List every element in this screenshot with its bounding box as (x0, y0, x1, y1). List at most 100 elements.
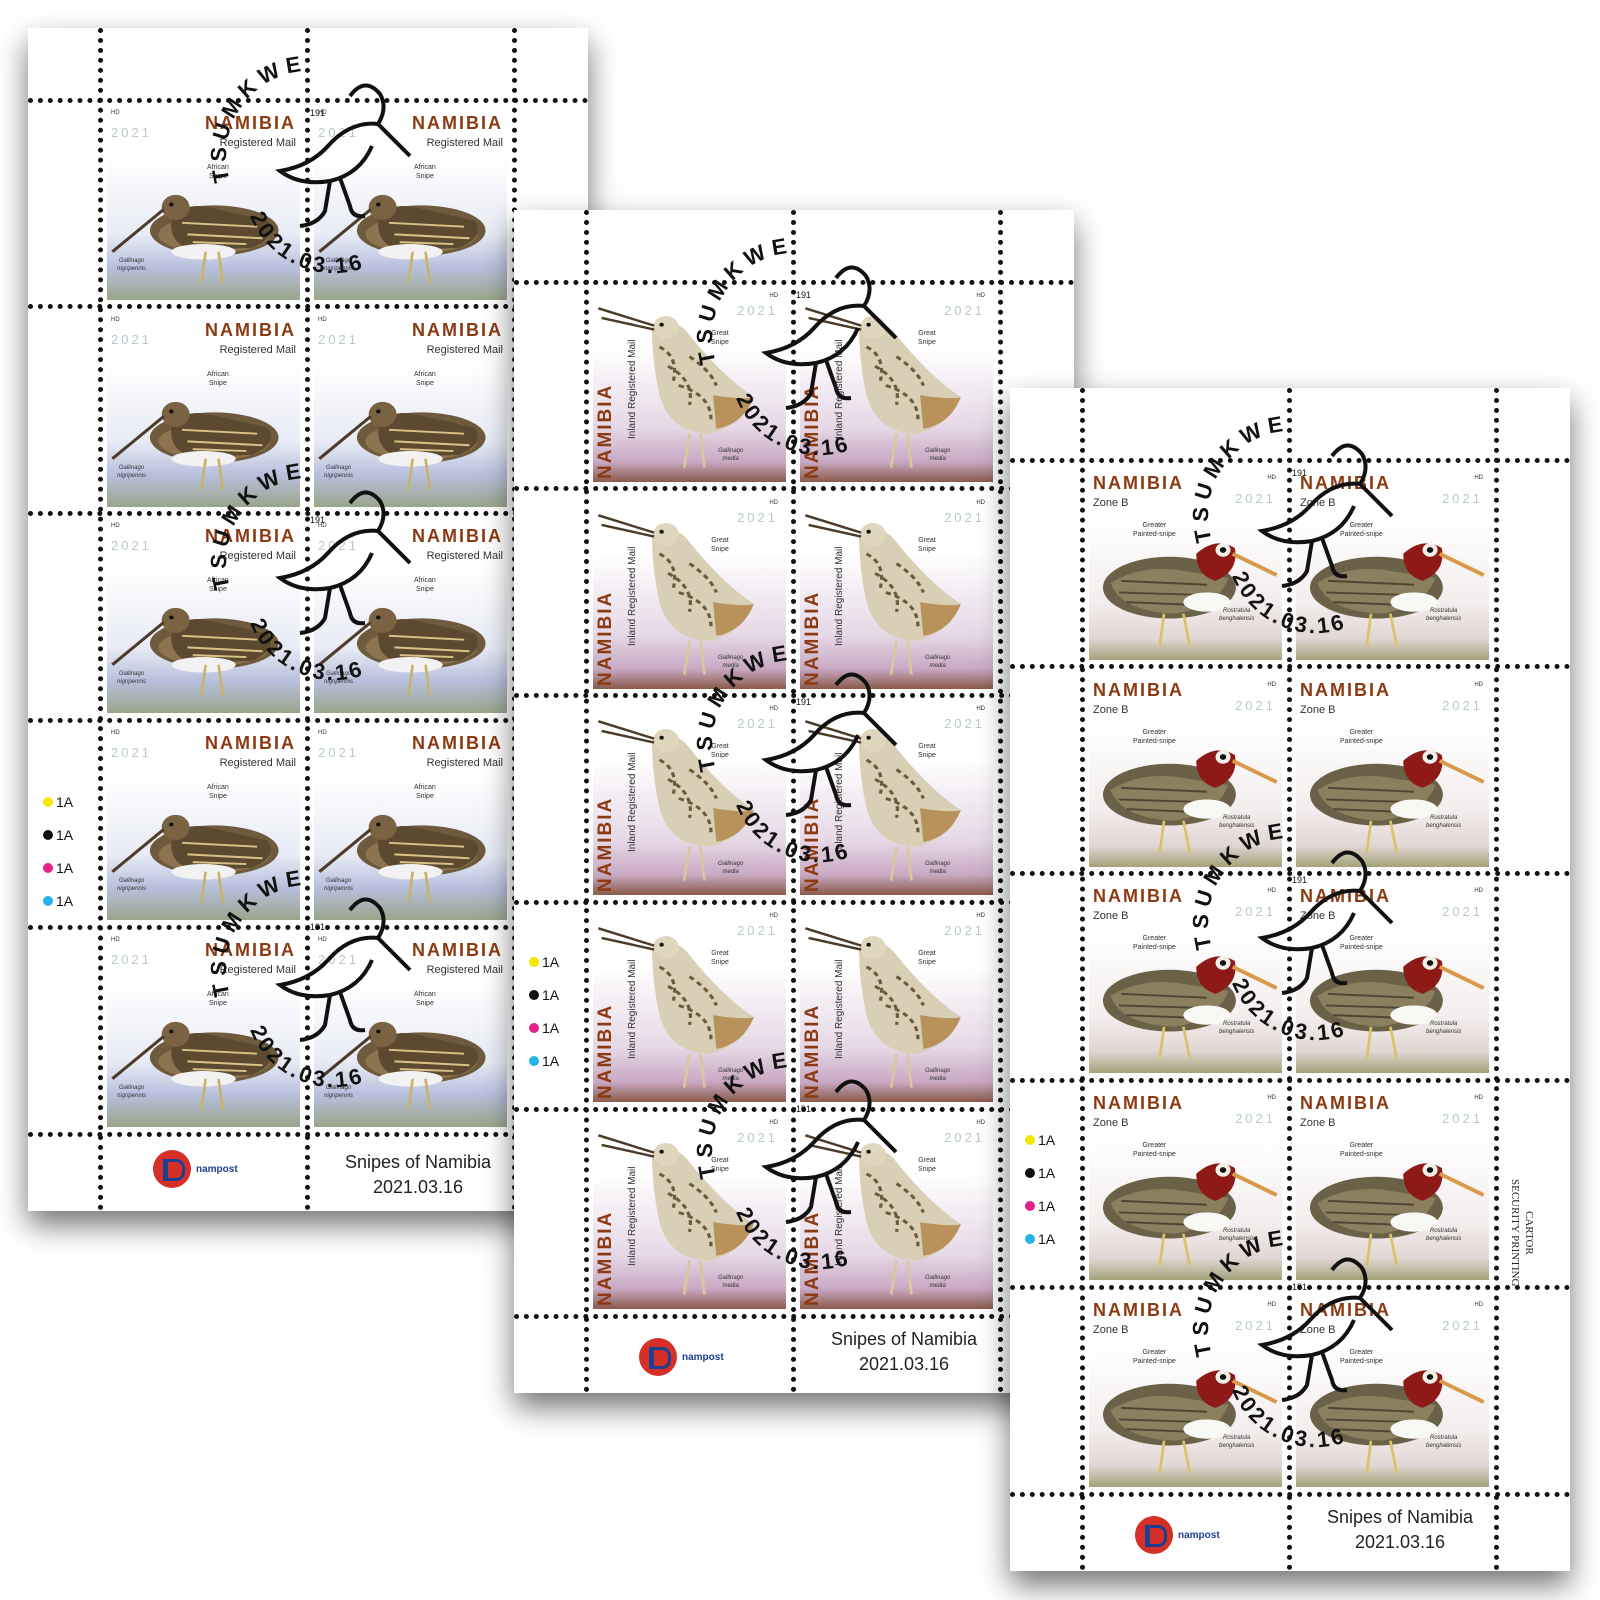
country-name: NAMIBIA (1093, 680, 1184, 700)
common-name-line: Great (918, 537, 936, 544)
scientific-name-line: media (722, 1076, 739, 1082)
country-name: NAMIBIA (205, 940, 296, 960)
scientific-name: Gallinago media (718, 860, 743, 876)
service-label: Inland Registered Mail (834, 339, 845, 440)
hd-mark: HD (1474, 888, 1483, 894)
service-label: Inland Registered Mail (834, 752, 845, 853)
color-code-black: 1A (1038, 1165, 1056, 1181)
issue-year: 2021 (318, 125, 359, 140)
scientific-name-line: Gallinago (718, 1068, 744, 1074)
common-name-line: African (414, 784, 436, 791)
logo-text: nampost (1178, 1529, 1220, 1541)
bird-illustration (107, 155, 300, 300)
scientific-name-line: benghalensis (1426, 1029, 1462, 1035)
perforation-column (305, 28, 310, 1211)
common-name-line: Greater (1142, 1142, 1167, 1149)
issue-year: 2021 (737, 510, 778, 525)
common-name-line: African (207, 371, 229, 378)
country-name: NAMIBIA (802, 796, 823, 892)
scientific-name-line: Rostratula (1430, 608, 1458, 614)
common-name-line: Snipe (208, 586, 227, 593)
perforation-column (791, 210, 796, 1393)
issue-year: 2021 (318, 952, 359, 967)
scientific-name-line: media (722, 869, 739, 875)
hd-mark: HD (976, 706, 985, 712)
country-name: NAMIBIA (595, 1210, 616, 1306)
scientific-name-line: Rostratula (1430, 1228, 1458, 1234)
magenta-dot-icon (1025, 1201, 1035, 1211)
stamp: NAMIBIA Inland Registered Mail 2021 HD Great… (800, 702, 993, 895)
magenta-dot-icon (529, 1023, 539, 1033)
perforation-column (998, 210, 1003, 1393)
issue-year: 2021 (944, 716, 985, 731)
hd-mark: HD (1267, 682, 1276, 688)
scientific-name-line: benghalensis (1219, 1029, 1255, 1035)
hd-mark: HD (318, 730, 327, 736)
scientific-name-line: media (722, 456, 739, 462)
common-name-line: Great (918, 743, 936, 750)
common-name-line: African (414, 371, 436, 378)
common-name-line: Snipe (415, 173, 434, 180)
cyan-dot-icon (1025, 1234, 1035, 1244)
scientific-name-line: media (929, 663, 946, 669)
common-name-line: Snipe (208, 1000, 227, 1007)
scientific-name-line: media (722, 1283, 739, 1289)
service-label: Zone B (1093, 1324, 1129, 1336)
scientific-name-line: Gallinago (718, 1275, 744, 1281)
sheet-date: 2021.03.16 (1354, 1532, 1446, 1552)
sheet-footer: Snipes of Namibia 2021.03.16 (318, 1150, 518, 1200)
issue-year: 2021 (1235, 491, 1276, 506)
perforation-column (98, 28, 103, 1211)
service-label: Registered Mail (426, 344, 503, 356)
common-name-line: Snipe (208, 380, 227, 387)
common-name-line: Snipe (918, 752, 936, 759)
service-label: Inland Registered Mail (627, 546, 638, 647)
service-label: Inland Registered Mail (627, 752, 638, 853)
hd-mark: HD (769, 1120, 778, 1126)
issue-year: 2021 (737, 923, 778, 938)
common-name-line: Snipe (415, 380, 434, 387)
country-name: NAMIBIA (412, 526, 503, 546)
scientific-name-line: Gallinago (718, 861, 744, 867)
hd-mark: HD (769, 293, 778, 299)
country-name: NAMIBIA (802, 590, 823, 686)
scientific-name-line: Gallinago (925, 448, 951, 454)
scientific-name-line: Gallinago (325, 465, 352, 471)
common-name-line: Snipe (711, 959, 729, 966)
logo-text: nampost (682, 1351, 724, 1363)
color-code-black: 1A (56, 827, 74, 843)
color-code-cyan: 1A (542, 1053, 560, 1069)
sheet-date: 2021.03.16 (372, 1177, 464, 1197)
service-label: Inland Registered Mail (834, 959, 845, 1060)
issue-year: 2021 (944, 1130, 985, 1145)
country-name: NAMIBIA (205, 733, 296, 753)
service-label: Inland Registered Mail (834, 546, 845, 647)
common-name-line: Greater (1142, 522, 1167, 529)
common-name-line: Snipe (711, 1166, 729, 1173)
bird-illustration (1089, 1342, 1282, 1487)
issue-year: 2021 (944, 923, 985, 938)
hd-mark: HD (1474, 682, 1483, 688)
scientific-name-line: benghalensis (1426, 823, 1462, 829)
common-name-line: Painted-snipe (1133, 944, 1176, 951)
common-name-line: Painted-snipe (1133, 1358, 1176, 1365)
scientific-name-line: nigripennis (324, 473, 354, 479)
bird-illustration (107, 775, 300, 920)
scientific-name-line: Rostratula (1223, 815, 1251, 821)
service-label: Zone B (1093, 910, 1129, 922)
common-name-line: Great (918, 950, 936, 957)
printer-name: CARTOR (1523, 1211, 1535, 1255)
scientific-name-line: nigripennis (324, 679, 354, 685)
